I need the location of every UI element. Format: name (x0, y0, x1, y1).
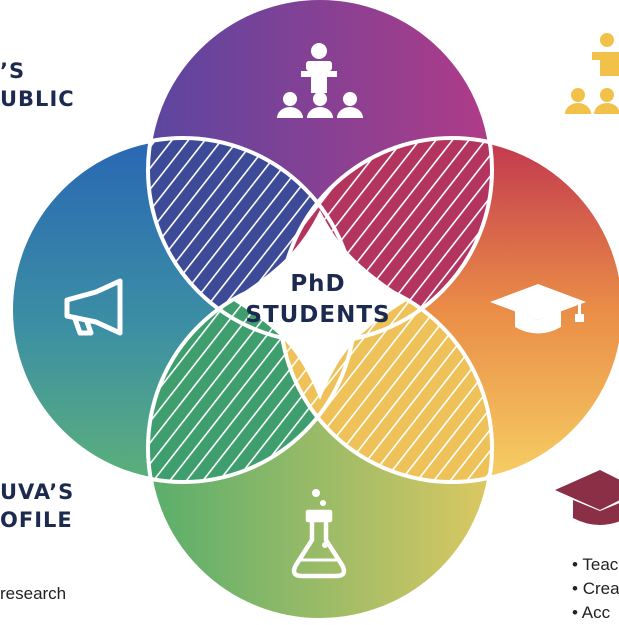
lecture-podium-audience-icon (277, 43, 363, 118)
left-bottom-heading: UVA’S OFILE (0, 478, 74, 534)
left-bottom-heading-line2: OFILE (0, 508, 73, 532)
center-label-line1: PhD (290, 271, 345, 297)
left-bottom-body: research (0, 584, 67, 603)
graduation-cap-icon-partial (555, 470, 619, 525)
list-item: Acc (572, 601, 619, 625)
list-item: Crea (572, 577, 619, 601)
right-bullet-list: Teac Crea Acc (572, 553, 619, 625)
left-bottom-heading-line1: UVA’S (0, 480, 75, 504)
list-item: Teac (572, 553, 619, 577)
left-top-heading-line1: ’S (0, 59, 26, 83)
megaphone-icon (64, 278, 123, 336)
left-top-heading-line2: UBLIC (0, 87, 75, 111)
center-label-line2: STUDENTS (245, 302, 390, 328)
audience-icon-partial (565, 33, 619, 114)
graduation-cap-icon (490, 284, 586, 334)
flask-icon (291, 489, 347, 579)
left-top-heading: ’S UBLIC (0, 57, 75, 113)
